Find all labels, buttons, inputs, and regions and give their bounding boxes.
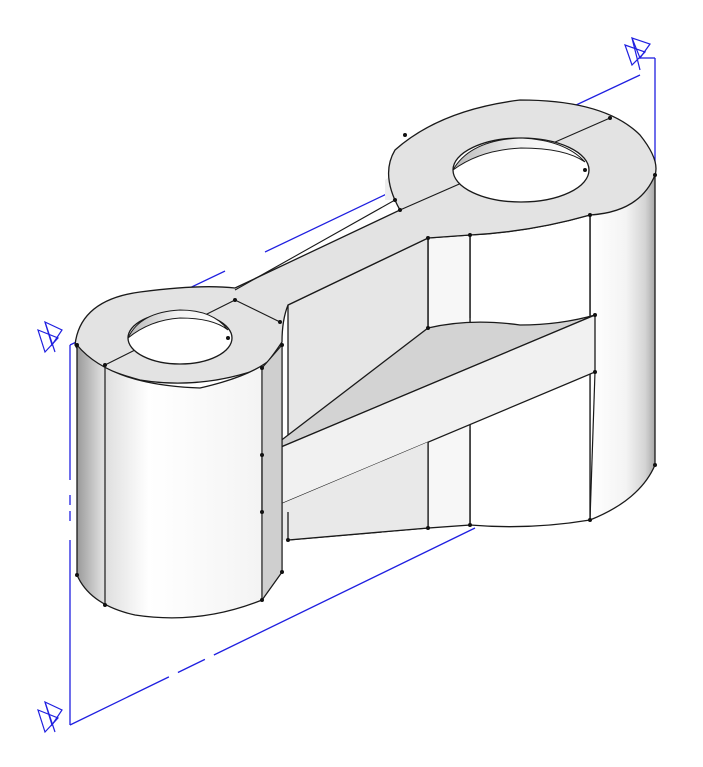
left-boss[interactable] <box>76 343 283 619</box>
feature-edges <box>261 215 596 528</box>
right-hole <box>452 137 590 203</box>
triad-marker-icon[interactable] <box>37 320 63 354</box>
triad-marker-icon[interactable] <box>624 37 651 71</box>
left-hole <box>127 309 233 365</box>
triad-marker-icon[interactable] <box>37 700 63 734</box>
vertex-points[interactable] <box>75 116 657 607</box>
